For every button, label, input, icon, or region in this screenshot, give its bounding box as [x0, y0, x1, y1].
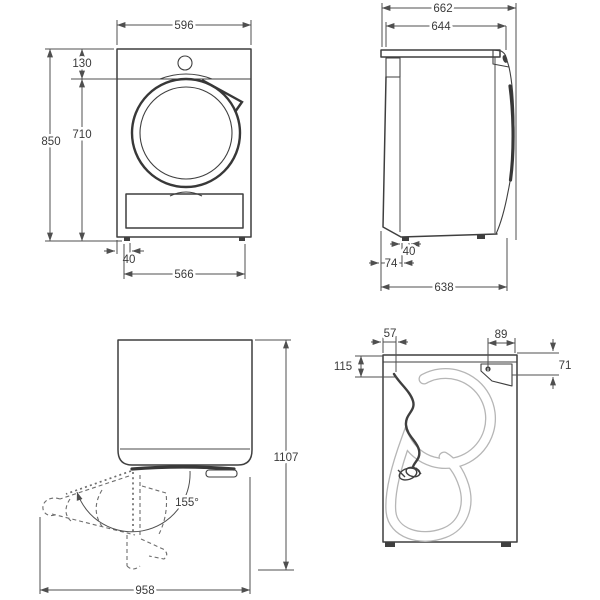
door-top-cap [492, 49, 510, 68]
front-height-dimensions: 850 130 710 [39, 48, 122, 242]
door-155-top-edge [59, 475, 130, 500]
door-swing-arc [76, 470, 191, 533]
feet-span-label: 566 [174, 269, 193, 281]
front-width-dimension: 596 [116, 18, 252, 45]
door-mid-position [141, 485, 168, 537]
front-foot-dimension: 40 [104, 240, 144, 269]
side-depth-dimensions: 662 644 [381, 1, 517, 240]
depth-door-open-label: 1107 [274, 452, 299, 464]
open-depth-dimension: 1107 [255, 339, 301, 571]
kick-panel [125, 193, 244, 229]
door-inner-ring [139, 86, 233, 180]
top-cabinet [117, 339, 253, 466]
cord-top-drop-label: 71 [559, 360, 572, 372]
rear-cabinet [382, 354, 518, 543]
door-155-inner-arc [65, 498, 72, 522]
door-155-bottom-edge [51, 513, 136, 536]
front-feet-span-dimension: 566 [123, 244, 246, 284]
rear-view: 57 89 115 71 [331, 326, 574, 547]
cord-offset-dimension: 89 [487, 327, 516, 368]
rear-view-body [382, 354, 518, 547]
open-width-dimension: 958 [39, 477, 251, 600]
door-angle-dimension: 155° [76, 470, 201, 533]
lower-body-height-label: 710 [72, 129, 91, 141]
side-front-foot [477, 235, 485, 239]
front-left-foot [124, 237, 130, 241]
hose-drop-dimension: 115 [331, 355, 397, 378]
door-top-trim [159, 73, 213, 80]
side-foot-dimensions: 40 74 638 [369, 231, 508, 297]
base-depth-label: 638 [434, 282, 453, 294]
front-right-foot [239, 237, 245, 241]
door-hinge-chamfer [201, 78, 244, 113]
door-155-window-arc [95, 489, 105, 530]
cord-terminal-cover [480, 363, 513, 387]
cord-drop-dimension: 71 [512, 339, 574, 389]
side-view: 662 644 40 74 638 [369, 1, 517, 297]
door-bottom-trim [169, 191, 203, 197]
front-top-width-label: 596 [174, 20, 193, 32]
panel-height-label: 130 [72, 58, 91, 70]
front-view: 596 850 130 710 40 566 [39, 18, 252, 284]
door-handle [205, 469, 238, 478]
power-cable [392, 372, 421, 469]
total-height-label: 850 [41, 136, 60, 148]
rear-left-foot [385, 542, 395, 547]
open-door-outlines [42, 470, 168, 570]
hinge-detail [502, 55, 508, 63]
hose-offset-dimension: 57 [371, 326, 408, 372]
side-back-and-bottom [382, 76, 498, 238]
door-155-tip [42, 497, 61, 517]
closed-door-edge [130, 465, 236, 471]
rear-top-panel [385, 57, 401, 78]
side-rear-foot [402, 237, 409, 241]
side-top-lid [380, 49, 501, 58]
rear-foot-offset-label: 74 [385, 258, 398, 270]
rear-right-foot [501, 542, 511, 547]
cord-right-offset-label: 89 [495, 329, 508, 341]
hose-left-offset-label: 57 [384, 328, 397, 340]
body-depth-label: 644 [431, 21, 451, 33]
top-view-body [117, 339, 253, 478]
front-cabinet [116, 48, 252, 238]
width-door-open-label: 958 [135, 585, 154, 597]
drain-hose-core [386, 369, 495, 541]
knob-icon [177, 55, 193, 71]
door-outer-ring [130, 77, 242, 189]
hose-top-drop-label: 115 [334, 361, 352, 373]
door-open-view: 155° 1107 958 [39, 339, 301, 600]
door-90-tip [126, 565, 141, 570]
door-90-handle [140, 538, 168, 560]
door-155-edge-dotted [65, 470, 132, 495]
door-angle-label: 155° [175, 497, 199, 509]
side-foot-width-label: 40 [403, 246, 416, 258]
cable-bundle [397, 466, 422, 481]
door-edge-crescent [508, 84, 515, 182]
front-view-body [116, 48, 252, 241]
front-foot-offset-label: 40 [123, 254, 136, 266]
total-depth-label: 662 [433, 3, 452, 15]
side-view-body [380, 49, 515, 241]
